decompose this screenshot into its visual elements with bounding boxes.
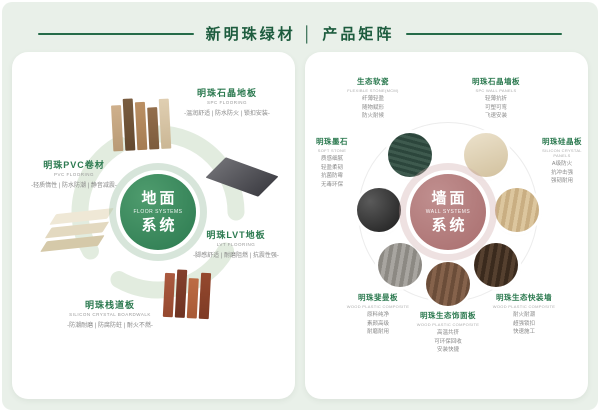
wall-item-silicon-crystal-panels: 明珠硅晶板 SILICON CRYSTAL PANELS A级防火 抗冲击强 强… — [535, 136, 588, 186]
product-name-en: WOOD PLASTIC COMPOSITE — [416, 322, 480, 327]
texture — [378, 243, 422, 287]
wall-item-quick-install-wall: 明珠生态快装墙 WOOD PLASTIC COMPOSITE 耐火耐潮 超强锁扣… — [471, 292, 577, 337]
product-name-en: SILICON CRYSTAL BOARDWALK — [69, 312, 151, 317]
quick-install-wall-image — [474, 243, 518, 287]
floor-hub-title-line1: 地面 — [141, 189, 178, 207]
floor-systems-card: 地面 FLOOR SYSTEMS 系统 明珠石晶地板 SPC FLOORING … — [12, 52, 295, 399]
texture — [388, 133, 432, 177]
product-name: 明珠墨石 — [316, 137, 348, 146]
floor-hub: 地面 FLOOR SYSTEMS 系统 — [120, 174, 196, 250]
floor-item-boardwalk: 明珠栈道板 SILICON CRYSTAL BOARDWALK -防潮耐磨 | … — [46, 298, 174, 329]
product-name-en: PVC FLOORING — [53, 172, 94, 177]
floor-item-pvc-flooring: 明珠PVC卷材 PVC FLOORING -轻质惰性 | 防水防潮 | 静音减震… — [14, 158, 134, 189]
pvc-flooring-image — [40, 208, 114, 252]
wall-item-soft-stone: 明珠墨石 SOFT STONE 质感细腻 轻盈柔韧 抗菌防霉 无毒环保 — [305, 136, 359, 189]
product-features: -轻质惰性 | 防水防潮 | 静音减震- — [31, 183, 117, 189]
product-name: 明珠生态饰面板 — [420, 311, 476, 320]
plank — [110, 105, 124, 152]
floor-hub-title-line2: 系统 — [141, 217, 178, 234]
wall-hub-title-line1: 墙面 — [431, 189, 468, 207]
product-name-en: WOOD PLASTIC COMPOSITE — [346, 304, 410, 309]
product-features: -温润舒适 | 防水防火 | 锁扣安装- — [184, 111, 270, 117]
product-name: 明珠PVC卷材 — [43, 160, 105, 170]
texture — [474, 243, 518, 287]
product-name: 明珠硅晶板 — [542, 137, 582, 146]
lvt-flooring-image — [205, 157, 279, 197]
header-rule-left — [38, 32, 194, 35]
spc-wall-panel-image — [464, 133, 508, 177]
texture — [357, 188, 401, 232]
page-header: 新明珠绿材 │ 产品矩阵 — [38, 23, 562, 44]
product-name-en: FLEXIBLE STONE(MCM) — [347, 88, 399, 93]
product-name: 明珠石晶地板 — [196, 88, 257, 98]
product-name-en: WOOD PLASTIC COMPOSITE — [492, 304, 556, 309]
plank — [122, 98, 136, 151]
floor-item-spc-flooring: 明珠石晶地板 SPC FLOORING -温润舒适 | 防水防火 | 锁扣安装- — [160, 86, 294, 117]
product-features: 纤薄轻盈 随物赋形 防火耐候 — [361, 96, 384, 120]
product-features: 高温共挤 可环保回收 安装快捷 — [434, 330, 462, 354]
plank — [134, 101, 148, 151]
header-rule-right — [406, 32, 562, 35]
wall-item-flexible-stone: 生态软瓷 FLEXIBLE STONE(MCM) 纤薄轻盈 随物赋形 防火耐候 — [323, 76, 423, 121]
wall-item-feiman-board: 明珠斐曼板 WOOD PLASTIC COMPOSITE 原料纯净 素颜高级 耐… — [331, 292, 425, 337]
content: 地面 FLOOR SYSTEMS 系统 明珠石晶地板 SPC FLOORING … — [12, 52, 588, 399]
product-name-en: SPC FLOORING — [206, 100, 247, 105]
product-name-en: LVT FLOORING — [216, 242, 256, 247]
floor-hub-subtitle: FLOOR SYSTEMS — [133, 209, 183, 215]
page-title: 新明珠绿材 │ 产品矩阵 — [205, 26, 395, 43]
product-features: -防潮耐磨 | 防腐防蛀 | 耐火不燃- — [67, 323, 153, 329]
product-name: 明珠栈道板 — [84, 300, 135, 310]
wall-systems-card: 墙面 WALL SYSTEMS 系统 生态软瓷 FLEXIBLE STONE(M… — [305, 52, 588, 399]
product-features: -脚感舒适 | 耐磨阻燃 | 抗震性强- — [193, 253, 279, 259]
feiman-board-image — [378, 243, 422, 287]
plank — [174, 269, 188, 318]
texture — [464, 133, 508, 177]
texture — [495, 188, 539, 232]
plank — [147, 107, 160, 150]
product-name-en: SPC WALL PANELS — [475, 88, 517, 93]
product-features: A级防火 抗冲击强 强韧耐用 — [550, 161, 573, 185]
wall-hub-title-line2: 系统 — [431, 217, 468, 234]
product-name: 生态软瓷 — [357, 77, 389, 86]
product-name-en: SOFT STONE — [317, 148, 347, 153]
product-name-en: SILICON CRYSTAL PANELS — [542, 148, 582, 158]
product-features: 耐火耐潮 超强锁扣 快速施工 — [512, 312, 535, 336]
silicon-crystal-panel-image — [495, 188, 539, 232]
product-features: 原料纯净 素颜高级 耐磨耐用 — [366, 312, 389, 336]
eco-veneer-board-image — [426, 262, 470, 306]
wall-hub: 墙面 WALL SYSTEMS 系统 — [410, 174, 486, 250]
plank — [186, 278, 199, 319]
product-features: 质感细腻 轻盈柔韧 抗菌防霉 无毒环保 — [320, 156, 343, 188]
wall-item-eco-veneer-board: 明珠生态饰面板 WOOD PLASTIC COMPOSITE 高温共挤 可环保回… — [401, 310, 495, 355]
product-name: 明珠生态快装墙 — [496, 293, 552, 302]
floor-item-lvt-flooring: 明珠LVT地板 LVT FLOORING -脚感舒适 | 耐磨阻燃 | 抗震性强… — [176, 228, 295, 259]
flexible-stone-image — [388, 133, 432, 177]
product-name: 明珠斐曼板 — [358, 293, 398, 302]
texture — [426, 262, 470, 306]
product-features: 轻薄抗折 可塑可弯 飞速安装 — [484, 96, 507, 120]
product-name: 明珠LVT地板 — [206, 230, 266, 240]
product-name: 明珠石晶墙板 — [472, 77, 520, 86]
wall-hub-subtitle: WALL SYSTEMS — [425, 209, 471, 215]
wall-item-spc-wall-panels: 明珠石晶墙板 SPC WALL PANELS 轻薄抗折 可塑可弯 飞速安装 — [443, 76, 549, 121]
soft-stone-image — [357, 188, 401, 232]
